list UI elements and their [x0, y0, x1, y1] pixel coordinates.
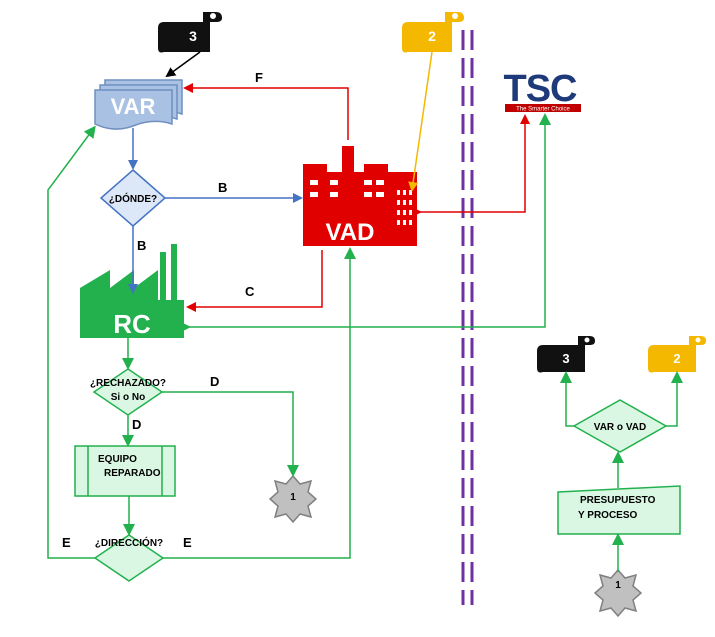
equipo-label-2: REPARADO	[104, 468, 161, 479]
star-connector-1-label: 1	[290, 492, 296, 503]
donde-label: ¿DÓNDE?	[109, 192, 157, 205]
edge-label-b-horizontal: B	[218, 180, 227, 195]
tsc-logo-tagline: The Smarter Choice	[516, 107, 570, 113]
divider-line	[461, 30, 474, 605]
direccion-label: ¿DIRECCIÓN?	[95, 536, 163, 549]
scroll-connector-3-right-label: 3	[562, 351, 569, 366]
arrow-scroll3-to-var	[165, 51, 201, 78]
edge-label-e-right: E	[183, 535, 192, 550]
edge-label-c: C	[245, 284, 255, 299]
rechazado-options: Si o No	[111, 392, 145, 403]
vad-factory: VAD	[303, 146, 417, 246]
presupuesto-proceso-box: PRESUPUESTO Y PROCESO	[557, 485, 681, 535]
equipo-label-1: EQUIPO	[98, 454, 137, 465]
edge-label-b-vertical: B	[137, 238, 146, 253]
arrow-varovad-to-scroll2	[666, 371, 683, 427]
edge-label-f: F	[255, 70, 263, 85]
tsc-logo-name: TSC	[504, 68, 578, 110]
edge-label-e-left: E	[62, 535, 71, 550]
star-connector-1-right: 1	[593, 568, 643, 618]
presupuesto-label-2: Y PROCESO	[578, 510, 637, 521]
scroll-connector-3-label: 3	[189, 28, 197, 44]
rc-factory: RC	[80, 244, 184, 339]
tsc-logo: TSC The Smarter Choice	[504, 68, 581, 113]
scroll-connector-3-right: 3	[537, 336, 595, 373]
arrow-tsc-rc-bidirectional	[179, 113, 551, 333]
edge-label-d-right: D	[210, 374, 219, 389]
presupuesto-label-1: PRESUPUESTO	[580, 495, 656, 506]
rc-label: RC	[113, 309, 151, 339]
arrow-scroll2-to-vad	[408, 51, 433, 192]
equipo-reparado-process: EQUIPO REPARADO	[74, 445, 176, 497]
scroll-connector-2-right: 2	[648, 336, 706, 373]
edge-label-d-down: D	[132, 417, 141, 432]
var-documents: VAR	[94, 79, 183, 130]
var-o-vad-decision: VAR o VAD	[572, 399, 668, 453]
rechazado-label: ¿RECHAZADO?	[90, 378, 166, 389]
rechazado-decision: ¿RECHAZADO? Si o No	[90, 368, 166, 416]
arrow-d-rechazado-to-star	[162, 391, 299, 477]
vad-label: VAD	[326, 219, 375, 246]
scroll-connector-3: 3	[158, 12, 222, 53]
arrow-c-vad-to-rc	[186, 250, 323, 312]
var-o-vad-label: VAR o VAD	[594, 422, 646, 433]
scroll-connector-2-label: 2	[428, 28, 436, 44]
star-connector-1: 1	[268, 474, 318, 524]
donde-decision: ¿DÓNDE?	[99, 169, 167, 227]
var-label: VAR	[111, 94, 156, 119]
arrow-f-vad-to-var	[183, 83, 349, 140]
scroll-connector-2: 2	[402, 12, 464, 53]
scroll-connector-2-right-label: 2	[673, 351, 680, 366]
arrow-varovad-to-scroll3	[560, 371, 574, 427]
direccion-decision: ¿DIRECCIÓN?	[93, 534, 165, 582]
arrow-e-direccion-to-vad	[163, 247, 356, 559]
arrow-e-direccion-to-var	[47, 125, 96, 559]
star-connector-1-right-label: 1	[615, 580, 621, 591]
